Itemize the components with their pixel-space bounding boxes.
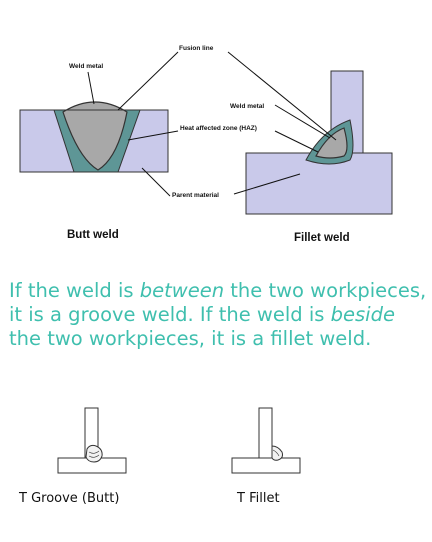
description-part-2: the two workpieces, it is a groove weld.… xyxy=(9,279,427,326)
t-groove-caption: T Groove (Butt) xyxy=(19,491,120,506)
fillet-weld-illustration xyxy=(245,70,393,215)
butt-weld-caption: Butt weld xyxy=(67,229,119,241)
t-groove-illustration xyxy=(57,407,127,474)
fillet-weld-metal xyxy=(315,127,348,159)
fusion-line-label: Fusion line xyxy=(179,45,214,52)
fillet-weld-caption: Fillet weld xyxy=(294,232,350,244)
description-emphasis-between: between xyxy=(139,279,225,302)
leader-lines xyxy=(87,51,337,197)
weld-type-description: If the weld is between the two workpiece… xyxy=(9,279,427,351)
description-part-3: the two workpieces, it is a fillet weld. xyxy=(9,327,372,350)
description-emphasis-beside: beside xyxy=(330,303,395,326)
butt-weld-metal xyxy=(62,101,128,171)
t-groove-weld-bead xyxy=(85,444,103,463)
weld-metal-label-butt: Weld metal xyxy=(69,63,103,70)
t-fillet-base-plate xyxy=(231,457,301,474)
parent-material-label: Parent material xyxy=(172,192,219,199)
t-fillet-vertical-plate xyxy=(258,407,273,459)
t-fillet-illustration xyxy=(231,407,301,474)
butt-weld-illustration xyxy=(19,101,169,173)
weld-metal-label-fillet: Weld metal xyxy=(230,103,264,110)
t-fillet-caption: T Fillet xyxy=(237,491,280,506)
description-part-1: If the weld is xyxy=(9,279,140,302)
haz-label: Heat affected zone (HAZ) xyxy=(180,125,257,132)
